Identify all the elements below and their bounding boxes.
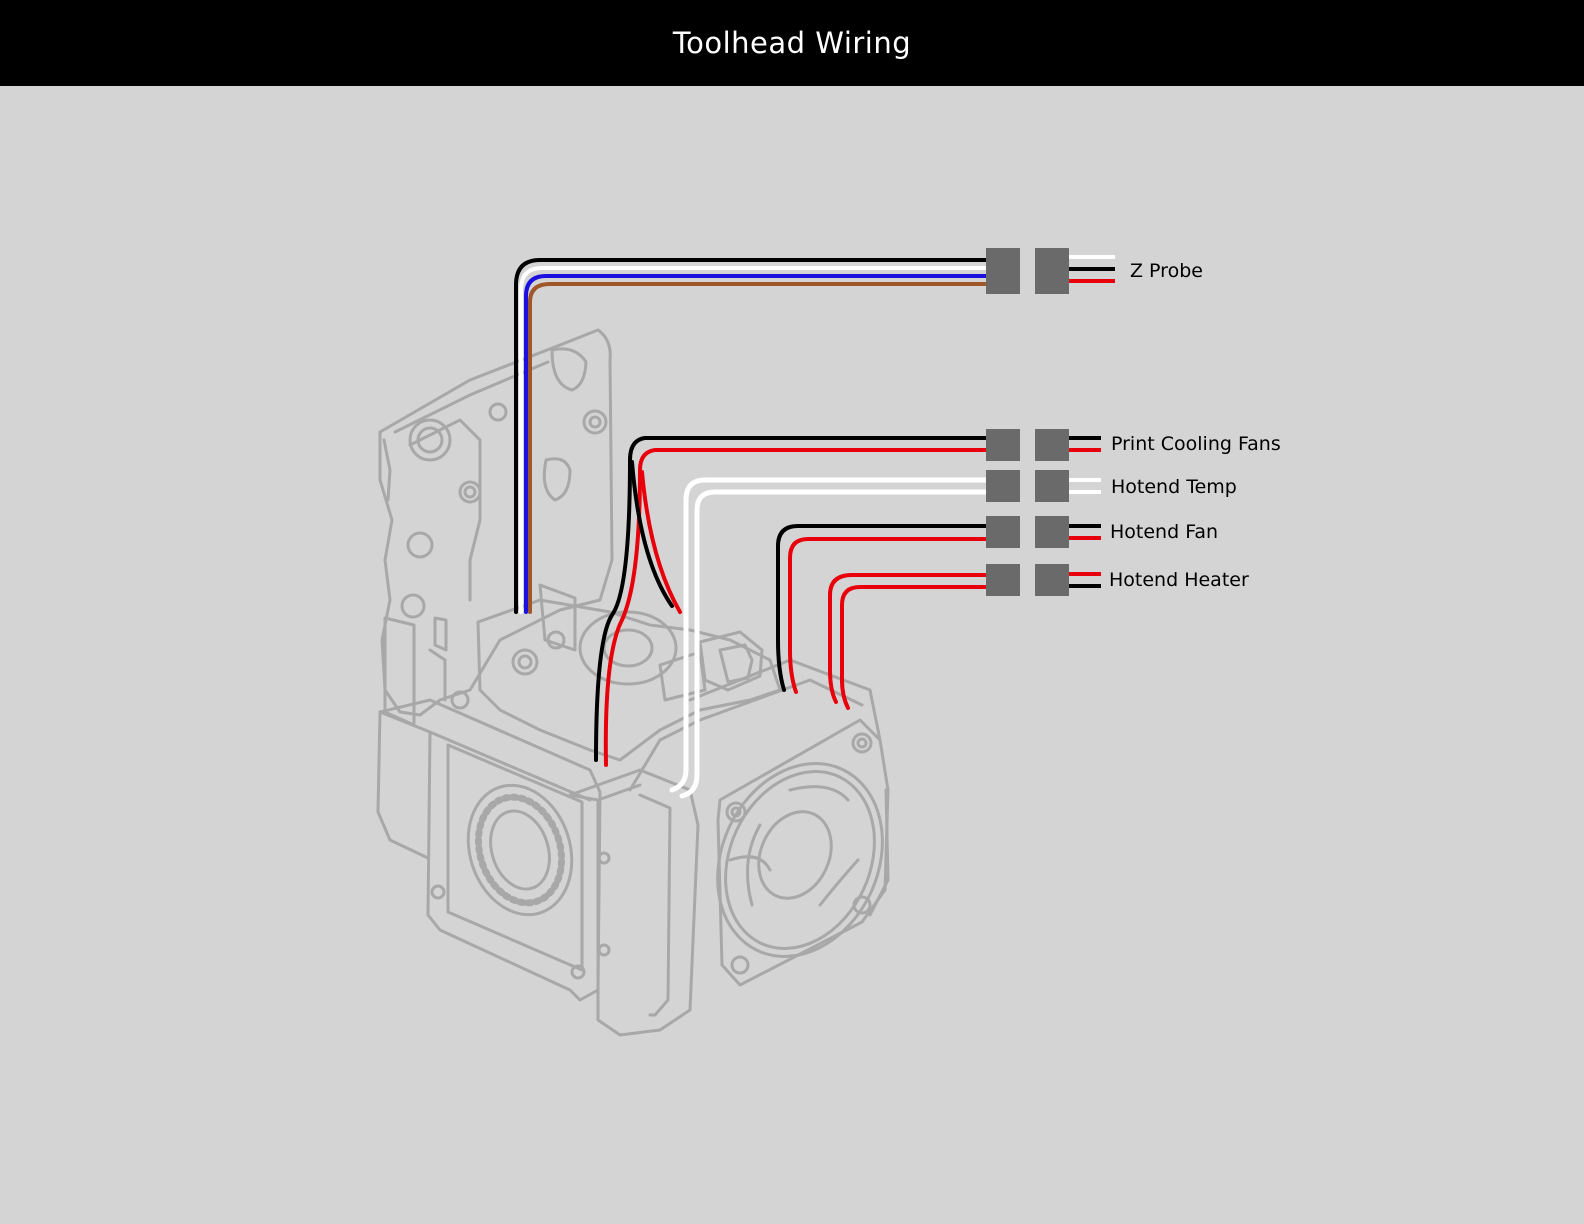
cooling-fan-wire-red — [603, 448, 988, 767]
hotend-temp-connector-left — [986, 470, 1020, 502]
blower-housing — [378, 698, 602, 1002]
hotend-fan-wire-black — [776, 524, 988, 692]
connectors — [986, 248, 1069, 596]
zprobe-wire-brown — [528, 282, 988, 614]
hotend-temp-connector-right — [1035, 470, 1069, 502]
cooling-fan-connector-left — [986, 429, 1020, 461]
zprobe-connector-right — [1035, 248, 1069, 294]
wire-harness — [514, 258, 989, 799]
output-wire-stubs — [1069, 255, 1115, 588]
label-hotend-fan: Hotend Fan — [1110, 521, 1218, 543]
label-z-probe: Z Probe — [1130, 260, 1203, 282]
zprobe-wire-blue — [524, 274, 988, 614]
title-bar: Toolhead Wiring — [0, 0, 1584, 86]
cooling-fan-connector-right — [1035, 429, 1069, 461]
zprobe-connector-left — [986, 248, 1020, 294]
connection-labels: Z Probe Print Cooling Fans Hotend Temp H… — [1109, 260, 1281, 591]
zprobe-wire-white — [519, 266, 988, 614]
label-print-cooling-fans: Print Cooling Fans — [1111, 433, 1281, 455]
page-title: Toolhead Wiring — [672, 26, 912, 60]
hotend-temp-wire-white-b — [679, 489, 989, 799]
hotend-heater-wire-red — [828, 573, 988, 704]
toolhead-illustration — [376, 328, 890, 1037]
hotend-heater-connector-left — [986, 564, 1020, 596]
cooling-fan-wire-red-b — [640, 470, 682, 614]
zprobe-wire-black — [514, 258, 988, 614]
hotend-heater-wire-red-b — [840, 585, 988, 710]
hotend-fan-connector-left — [986, 516, 1020, 548]
label-hotend-heater: Hotend Heater — [1109, 569, 1249, 591]
hotend-fan-wire-red — [788, 537, 988, 694]
hotend-fan-connector-right — [1035, 516, 1069, 548]
cooling-fan-wire-black — [594, 436, 988, 762]
cooling-fan-wire-black-b — [630, 460, 674, 608]
hotend-heater-connector-right — [1035, 564, 1069, 596]
blower-impeller — [466, 783, 574, 917]
hotend-temp-wire-white — [669, 477, 989, 793]
label-hotend-temp: Hotend Temp — [1111, 476, 1237, 498]
